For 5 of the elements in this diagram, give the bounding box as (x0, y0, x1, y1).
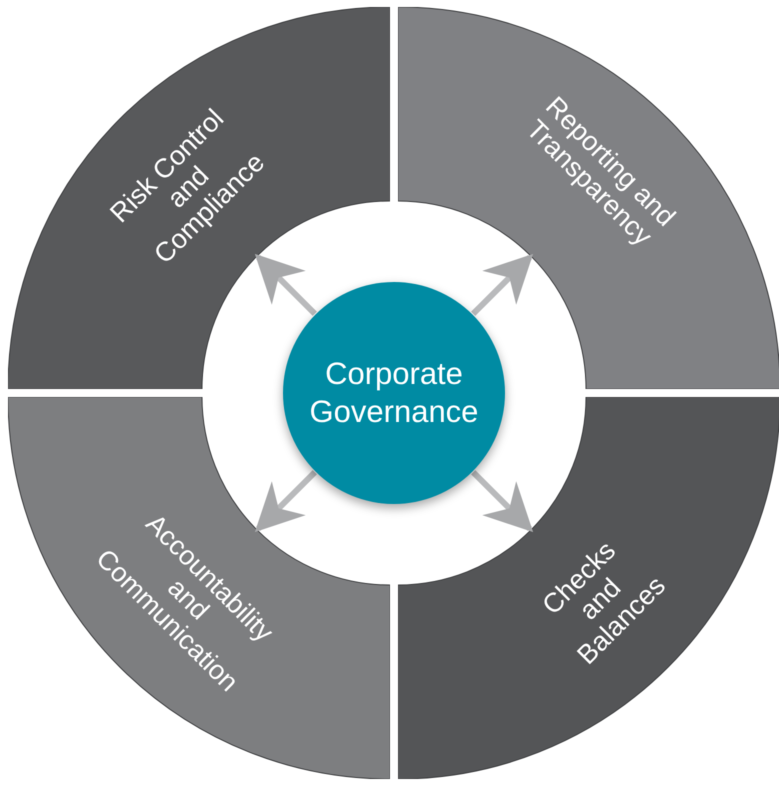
arrow (471, 470, 534, 532)
arrow (254, 470, 317, 532)
arrow (471, 254, 534, 316)
center-title: Corporate Governance (308, 355, 480, 431)
arrow (254, 254, 317, 316)
